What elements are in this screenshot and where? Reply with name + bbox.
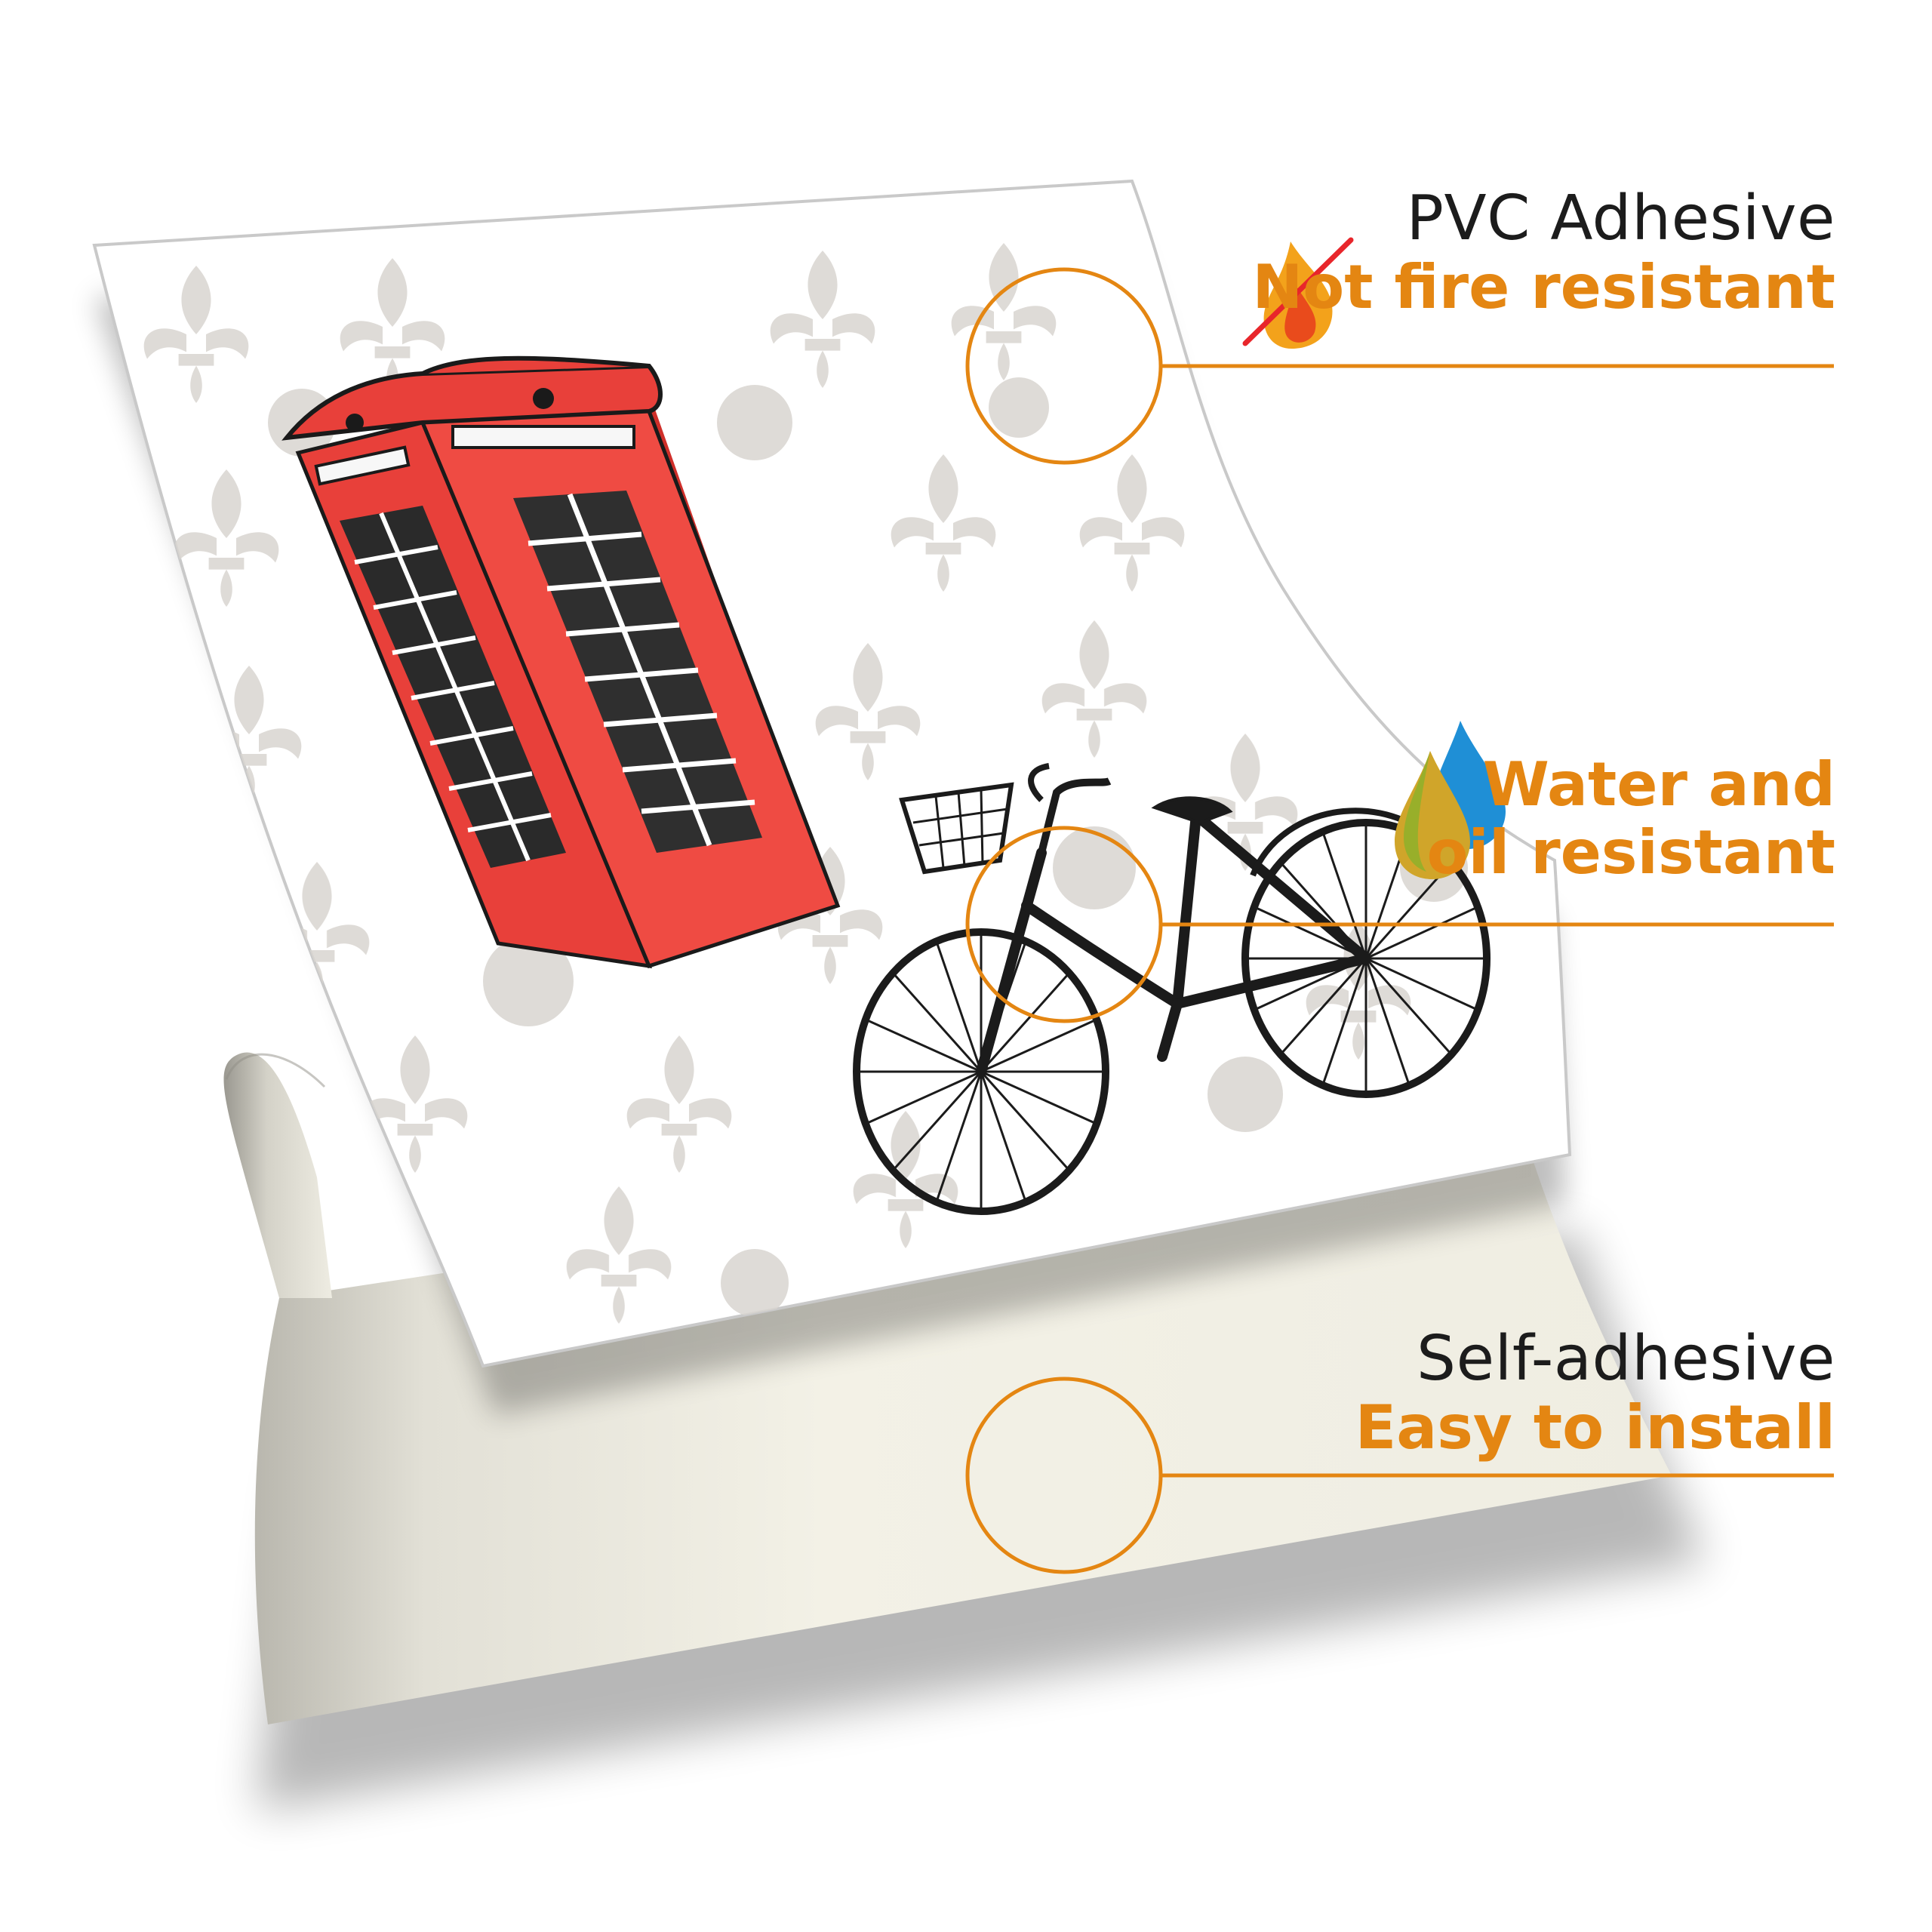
- callout-fire: [965, 267, 1834, 465]
- water-oil-drops-icon: [1395, 721, 1506, 879]
- feature-subtitle-line2: oil resistant: [1426, 817, 1835, 888]
- feature-title: PVC Adhesive: [1406, 183, 1835, 254]
- feature-self-adhesive: Self-adhesive Easy to install: [1355, 1324, 1835, 1461]
- feature-water-oil: Water and oil resistant: [1427, 751, 1835, 886]
- feature-title: Self-adhesive: [1417, 1323, 1835, 1395]
- callout-water: [965, 826, 1834, 1023]
- feature-pvc-adhesive: PVC Adhesive Not fire resistant: [1252, 184, 1835, 321]
- feature-subtitle: Not fire resistant: [1252, 251, 1835, 322]
- callout-self-adhesive: [965, 1377, 1834, 1574]
- bicycle-illustration: [853, 763, 1491, 1215]
- feature-subtitle-line1: Water and: [1482, 749, 1835, 820]
- red-phone-box-illustration: [281, 355, 841, 969]
- pvc-sheet: [92, 179, 1572, 1368]
- feature-subtitle: Easy to install: [1355, 1392, 1835, 1463]
- no-fire-icon: [1242, 237, 1354, 349]
